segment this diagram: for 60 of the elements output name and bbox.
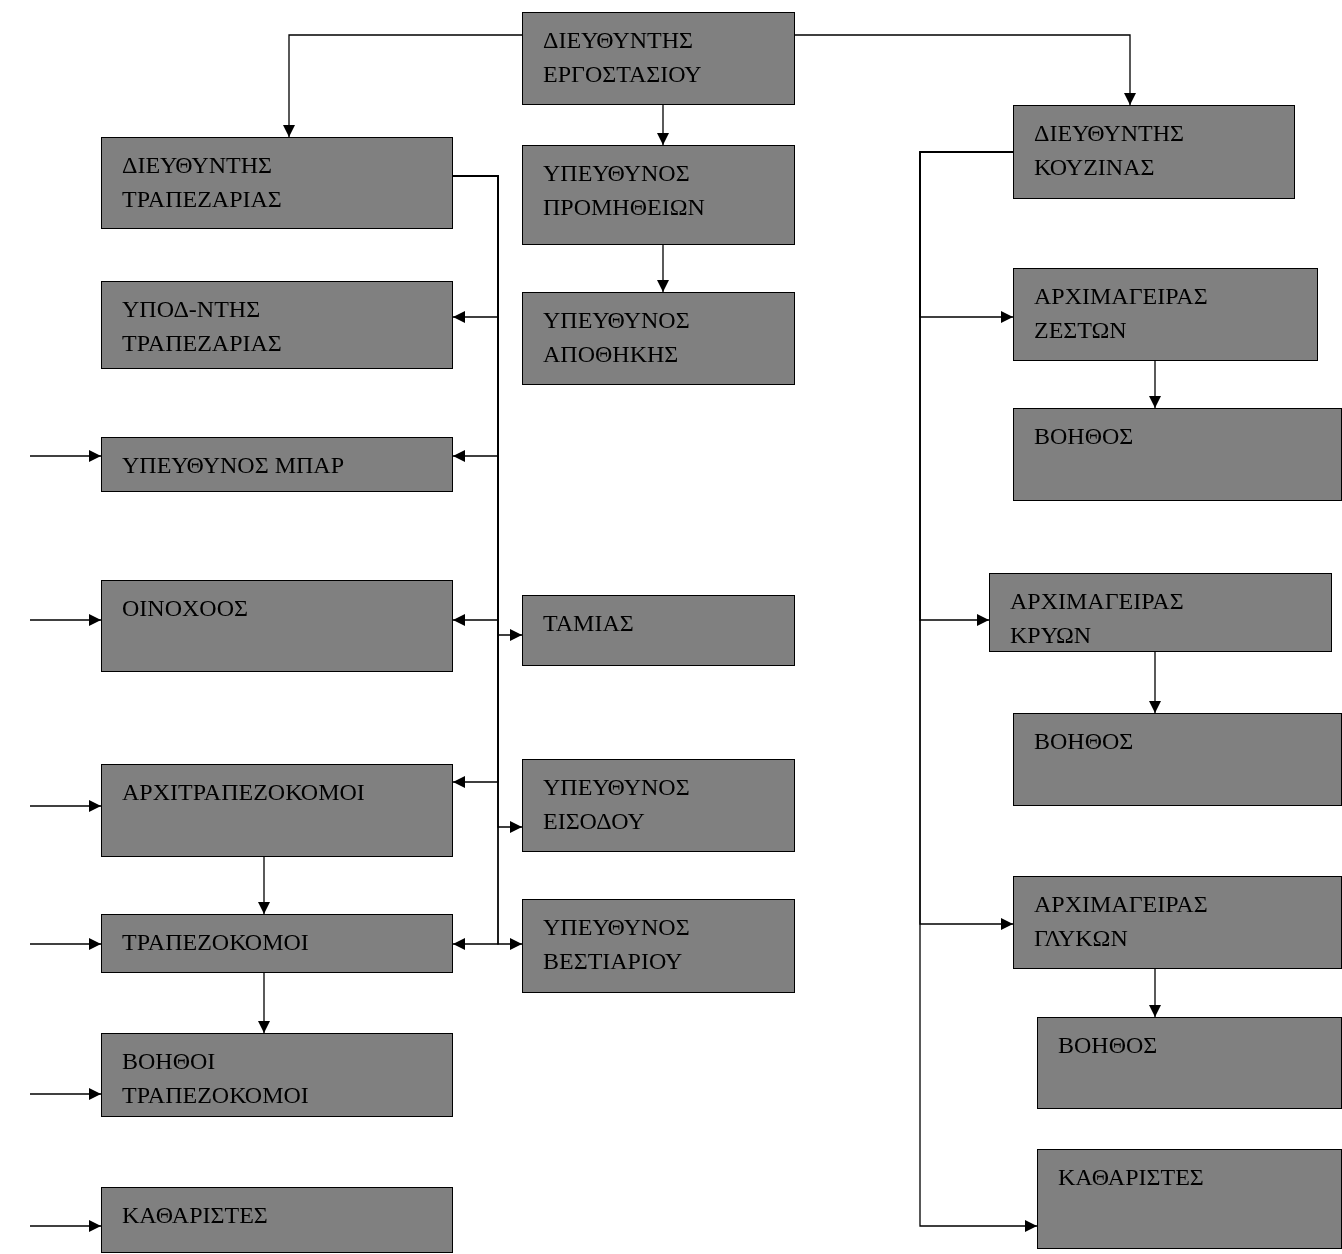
connector-arrow [29, 938, 102, 950]
position-title: ΒΟΗΘΟΣ [1034, 727, 1134, 756]
position-title: ΚΑΘΑΡΙΣΤΕΣ [1058, 1163, 1204, 1192]
position-box [522, 899, 795, 993]
connector-arrow [29, 1220, 102, 1232]
position-box [1037, 1017, 1342, 1109]
connector-arrow [657, 244, 669, 293]
position-box [101, 1033, 453, 1117]
position-title: ΥΠΕΥΘΥΝΟΣ ΠΡΟΜΗΘΕΙΩΝ [543, 159, 706, 222]
position-title: ΥΠΕΥΘΥΝΟΣ ΒΕΣΤΙΑΡΙΟΥ [543, 913, 691, 976]
position-title: ΑΡΧΙΜΑΓΕΙΡΑΣ ΖΕΣΤΩΝ [1034, 282, 1209, 345]
position-box [101, 281, 453, 369]
position-title: ΥΠΟΔ-ΝΤΗΣ ΤΡΑΠΕΖΑΡΙΑΣ [122, 295, 283, 358]
position-title: ΒΟΗΘΟΣ [1034, 422, 1134, 451]
position-box [522, 12, 795, 105]
position-title: ΑΡΧΙΤΡΑΠΕΖΟΚΟΜΟΙ [122, 778, 365, 807]
position-title: ΑΡΧΙΜΑΓΕΙΡΑΣ ΓΛΥΚΩΝ [1034, 890, 1209, 953]
position-title: ΥΠΕΥΘΥΝΟΣ ΜΠΑΡ [122, 451, 344, 480]
position-box [101, 914, 453, 973]
position-title: ΟΙΝΟΧΟΟΣ [122, 594, 248, 623]
position-box [1013, 268, 1318, 361]
connector-arrow [29, 450, 102, 462]
connector-arrow [1149, 651, 1161, 714]
position-title: ΤΑΜΙΑΣ [543, 609, 634, 638]
connector-arrow [29, 1088, 102, 1100]
position-box [522, 595, 795, 666]
position-box [1013, 713, 1342, 806]
position-box [522, 145, 795, 245]
connector-arrow [919, 151, 1038, 1232]
position-box [522, 759, 795, 852]
position-box [101, 580, 453, 672]
position-title: ΤΡΑΠΕΖΟΚΟΜΟΙ [122, 928, 309, 957]
position-box [1013, 105, 1295, 199]
connector-arrow [1149, 360, 1161, 409]
position-title: ΒΟΗΘΟΙ ΤΡΑΠΕΖΟΚΟΜΟΙ [122, 1047, 310, 1110]
position-box [1013, 408, 1342, 501]
position-title: ΥΠΕΥΘΥΝΟΣ ΕΙΣΟΔΟΥ [543, 773, 691, 836]
position-box [101, 137, 453, 229]
position-title: ΔΙΕΥΘΥΝΤΗΣ ΤΡΑΠΕΖΑΡΙΑΣ [122, 151, 283, 214]
position-title: ΒΟΗΘΟΣ [1058, 1031, 1158, 1060]
position-box [1037, 1149, 1342, 1249]
position-box [101, 764, 453, 857]
position-title: ΑΡΧΙΜΑΓΕΙΡΑΣ ΚΡΥΩΝ [1010, 587, 1185, 650]
position-box [1013, 876, 1342, 969]
position-title: ΥΠΕΥΘΥΝΟΣ ΑΠΟΘΗΚΗΣ [543, 306, 691, 369]
position-box [989, 573, 1332, 652]
connector-arrow [657, 104, 669, 146]
position-box [522, 292, 795, 385]
connector-arrow [29, 614, 102, 626]
position-title: ΚΑΘΑΡΙΣΤΕΣ [122, 1201, 268, 1230]
connector-arrow [29, 800, 102, 812]
position-title: ΔΙΕΥΘΥΝΤΗΣ ΕΡΓΟΣΤΑΣΙΟΥ [543, 26, 703, 89]
connector-arrow [283, 34, 523, 138]
position-title: ΔΙΕΥΘΥΝΤΗΣ ΚΟΥΖΙΝΑΣ [1034, 119, 1186, 182]
position-box [101, 437, 453, 492]
position-box [101, 1187, 453, 1253]
connector-arrow [258, 856, 270, 915]
connector-arrow [1149, 968, 1161, 1018]
connector-arrow [794, 34, 1136, 106]
connector-arrow [258, 972, 270, 1034]
